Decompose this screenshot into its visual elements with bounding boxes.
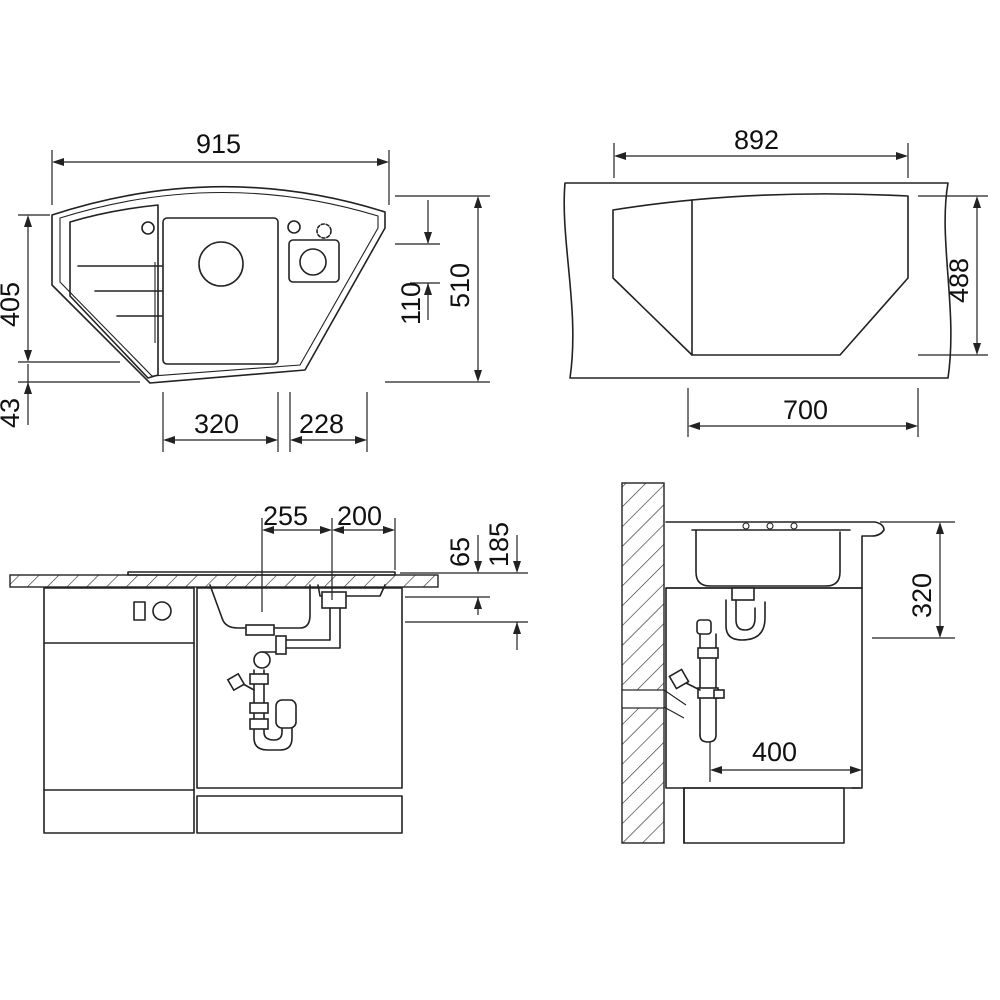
dim-892-label: 892	[734, 125, 779, 155]
dim-405-label: 405	[0, 282, 25, 327]
dim-320-side-label: 320	[907, 573, 937, 618]
cutout-dimensions: 892 488 700	[613, 125, 988, 437]
front-view-dimensions: 255 200 65 185	[261, 501, 528, 650]
dim-65-label: 65	[445, 537, 475, 567]
dim-110-label: 110	[396, 282, 426, 325]
dim-228-label: 228	[299, 409, 344, 439]
side-installation-view	[621, 482, 885, 844]
dim-400-label: 400	[752, 737, 797, 767]
dim-510-label: 510	[445, 263, 475, 308]
tap-hole	[141, 221, 155, 235]
dim-320-label: 320	[194, 409, 239, 439]
sink-top-view	[51, 185, 386, 384]
dim-915-label: 915	[196, 129, 241, 159]
secondary-bowl	[288, 239, 340, 283]
dim-700-label: 700	[783, 395, 828, 425]
cutout-outline	[612, 193, 909, 356]
side-view-dimensions: 320 400	[709, 521, 955, 782]
cutout-view	[563, 182, 952, 379]
top-view-dimensions: 915 405 43 320 228 110 51	[0, 129, 490, 452]
main-bowl	[162, 217, 279, 365]
dim-488-label: 488	[944, 258, 974, 303]
front-installation-view	[9, 571, 439, 834]
dim-185-label: 185	[484, 522, 514, 567]
drain-hole	[198, 241, 244, 287]
dim-43-label: 43	[0, 398, 25, 428]
dim-255-label: 255	[263, 501, 308, 531]
dim-200-label: 200	[337, 501, 382, 531]
